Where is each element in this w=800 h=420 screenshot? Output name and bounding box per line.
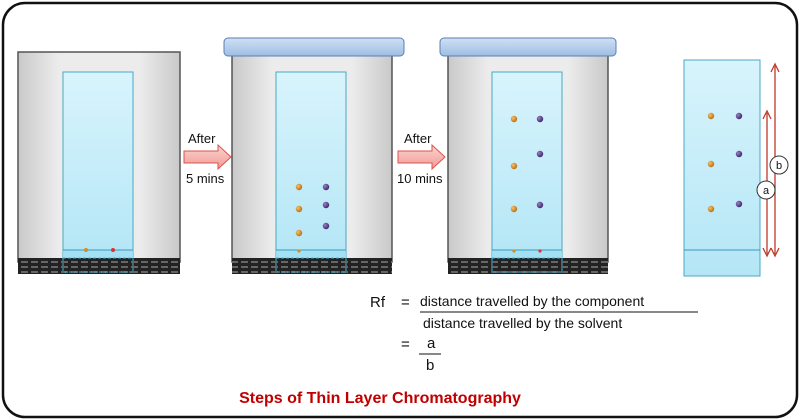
marker-b-label: b (776, 160, 782, 172)
arrow-label-top: After (188, 131, 216, 146)
formula-equals: = (401, 294, 410, 311)
formula-lhs: Rf (370, 294, 386, 311)
tank-initial (17, 51, 181, 274)
spot-orange (707, 160, 715, 168)
tank-10-mins (439, 37, 617, 274)
solvent-layer (448, 258, 608, 274)
spot-purple (735, 150, 743, 158)
spot-purple (735, 112, 743, 120)
formula-num-a: a (427, 335, 436, 352)
marker-a-label: a (763, 185, 770, 197)
arrow-after-10-mins: After 10 mins (397, 131, 446, 186)
tlc-plate (275, 71, 347, 261)
marker-b (769, 155, 789, 175)
tlc-plate (62, 71, 134, 261)
spot-purple (536, 115, 544, 123)
plate-measurement: b a (683, 59, 789, 277)
spot-start (111, 248, 115, 252)
tank-lid (439, 37, 617, 57)
spot-orange (295, 205, 303, 213)
formula-equals: = (401, 336, 410, 353)
solvent-layer (18, 258, 180, 274)
arrow-label-top: After (404, 131, 432, 146)
rf-formula: Rf = distance travelled by the component… (370, 293, 698, 374)
arrow-right-icon (183, 143, 232, 171)
spot-orange (510, 162, 518, 170)
spot-orange (295, 183, 303, 191)
spot-orange (295, 229, 303, 237)
tank-lid (223, 37, 405, 57)
spot-orange (707, 205, 715, 213)
formula-den-b: b (426, 357, 434, 374)
spot-purple (322, 222, 330, 230)
arrow-right-icon (397, 143, 446, 171)
spot-purple (536, 201, 544, 209)
arrow-label-bottom: 5 mins (186, 171, 225, 186)
tlc-plate (491, 71, 563, 261)
tank-5-mins (223, 37, 405, 274)
solvent-layer (232, 258, 392, 274)
spot-purple (322, 183, 330, 191)
spot-purple (735, 200, 743, 208)
spot-start (84, 248, 88, 252)
spot-orange (510, 205, 518, 213)
spot-orange (707, 112, 715, 120)
arrow-after-5-mins: After 5 mins (183, 131, 232, 186)
spot-purple (536, 150, 544, 158)
arrow-label-bottom: 10 mins (397, 171, 443, 186)
formula-denominator: distance travelled by the solvent (423, 315, 622, 331)
spot-orange (510, 115, 518, 123)
spot-purple (322, 201, 330, 209)
formula-numerator: distance travelled by the component (420, 293, 644, 309)
diagram-title: Steps of Thin Layer Chromatography (239, 390, 521, 407)
tlc-plate (683, 59, 761, 277)
marker-a (756, 180, 776, 200)
